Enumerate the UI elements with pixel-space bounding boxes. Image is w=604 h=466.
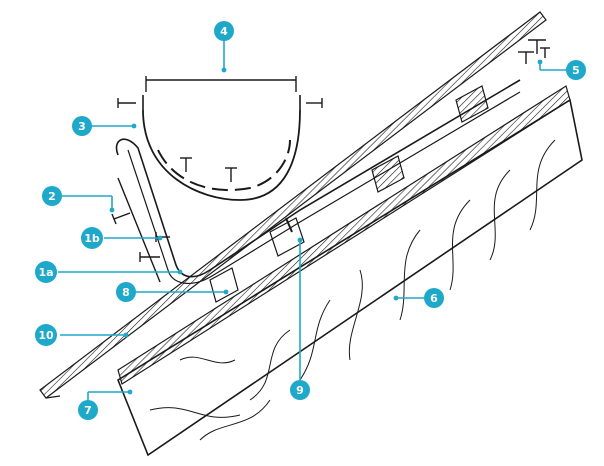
callout-10: 10 bbox=[35, 324, 57, 346]
callout-7: 7 bbox=[78, 400, 98, 420]
flashing-strip bbox=[115, 79, 521, 284]
callout-label: 3 bbox=[78, 120, 86, 133]
callout-3: 3 bbox=[72, 116, 92, 136]
callout-label: 2 bbox=[48, 190, 56, 203]
leader-dots bbox=[109, 59, 543, 395]
sheathing-board bbox=[117, 85, 571, 385]
callout-label: 8 bbox=[122, 286, 130, 299]
nail-icon bbox=[518, 51, 534, 64]
gutter-width-dimension bbox=[145, 76, 297, 92]
callout-9: 9 bbox=[290, 380, 310, 400]
nail-icon bbox=[139, 252, 160, 262]
nails bbox=[111, 39, 550, 262]
callout-1b: 1b bbox=[81, 227, 103, 249]
callout-label: 10 bbox=[38, 329, 54, 342]
callout-label: 7 bbox=[84, 404, 92, 417]
nail-icon bbox=[180, 157, 192, 172]
nail-icon bbox=[225, 167, 237, 182]
callout-label: 4 bbox=[220, 25, 228, 38]
callout-label: 5 bbox=[572, 64, 580, 77]
callout-6: 6 bbox=[424, 288, 444, 308]
gutter bbox=[142, 95, 301, 201]
callout-4: 4 bbox=[214, 21, 234, 41]
nail-icon bbox=[111, 212, 131, 225]
nail-icon bbox=[306, 98, 323, 108]
nail-icon bbox=[528, 39, 546, 54]
roof-covering bbox=[39, 11, 547, 399]
nail-icon bbox=[540, 47, 550, 58]
gutter-bracket bbox=[269, 217, 305, 257]
callout-1a: 1a bbox=[35, 261, 57, 283]
callout-2: 2 bbox=[42, 186, 62, 206]
nail-icon bbox=[117, 98, 136, 108]
leader-lines bbox=[58, 40, 566, 410]
callout-label: 6 bbox=[430, 292, 438, 305]
callout-8: 8 bbox=[116, 282, 136, 302]
callout-label: 9 bbox=[296, 384, 304, 397]
callout-label: 1a bbox=[38, 266, 53, 279]
callout-label: 1b bbox=[84, 232, 100, 245]
callout-5: 5 bbox=[566, 60, 586, 80]
rafter bbox=[117, 98, 583, 457]
